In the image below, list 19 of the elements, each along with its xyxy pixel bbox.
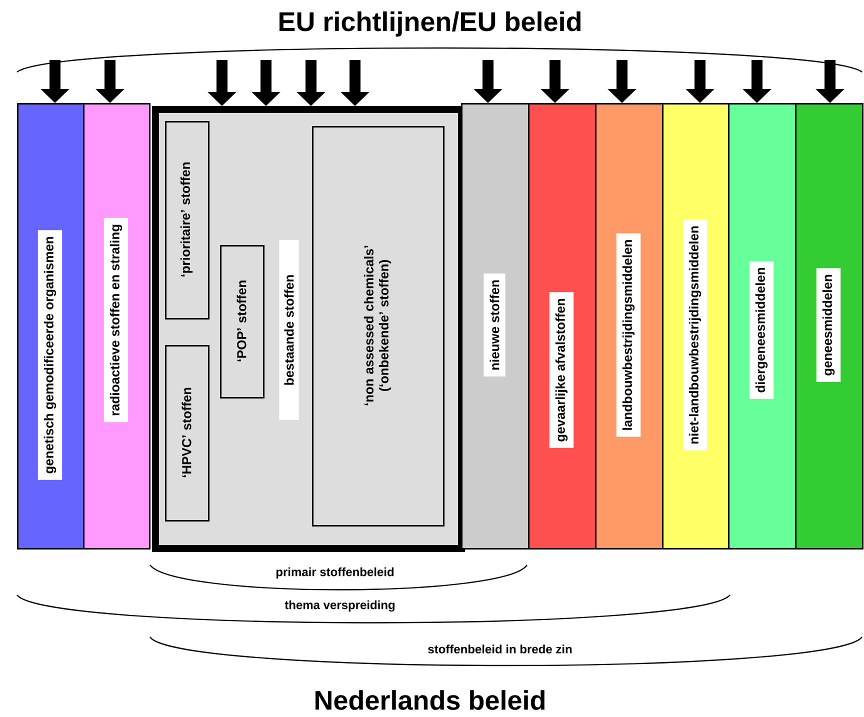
title: EU richtlijnen/EU beleid [280,11,580,37]
substance-box: ‘prioritaire’ stoffen [165,121,210,320]
category-column: niet-landbouwbestrijdingsmiddelen [662,103,730,550]
bracket-label: primair stoffenbeleid [276,567,394,579]
category-column: radioactieve stoffen en straling [83,103,150,550]
category-column: genetisch gemodificeerde organismen [17,103,84,550]
category-column: diergeneesmiddelen [728,103,797,550]
bracket-label: stoffenbeleid in brede zin [428,644,572,654]
category-column: landbouwbestrijdingsmiddelen [595,103,664,550]
caption: Nederlands beleid [316,690,544,710]
category-column: nieuwe stoffen [461,103,530,550]
substance-box: ‘non assessed chemicals’ (‘onbekende’ stoffen) [312,126,444,526]
category-column: geneesmiddelen [795,103,864,550]
group-label: bestaande stoffen [279,240,299,420]
group-box [152,106,465,552]
category-column: gevaarlijke afvalstoffen [528,103,596,550]
substance-box: ‘POP’ stoffen [220,245,264,398]
bracket-label: thema verspreiding [284,600,395,612]
substance-box: ‘HPVC’ stoffen [165,345,210,522]
